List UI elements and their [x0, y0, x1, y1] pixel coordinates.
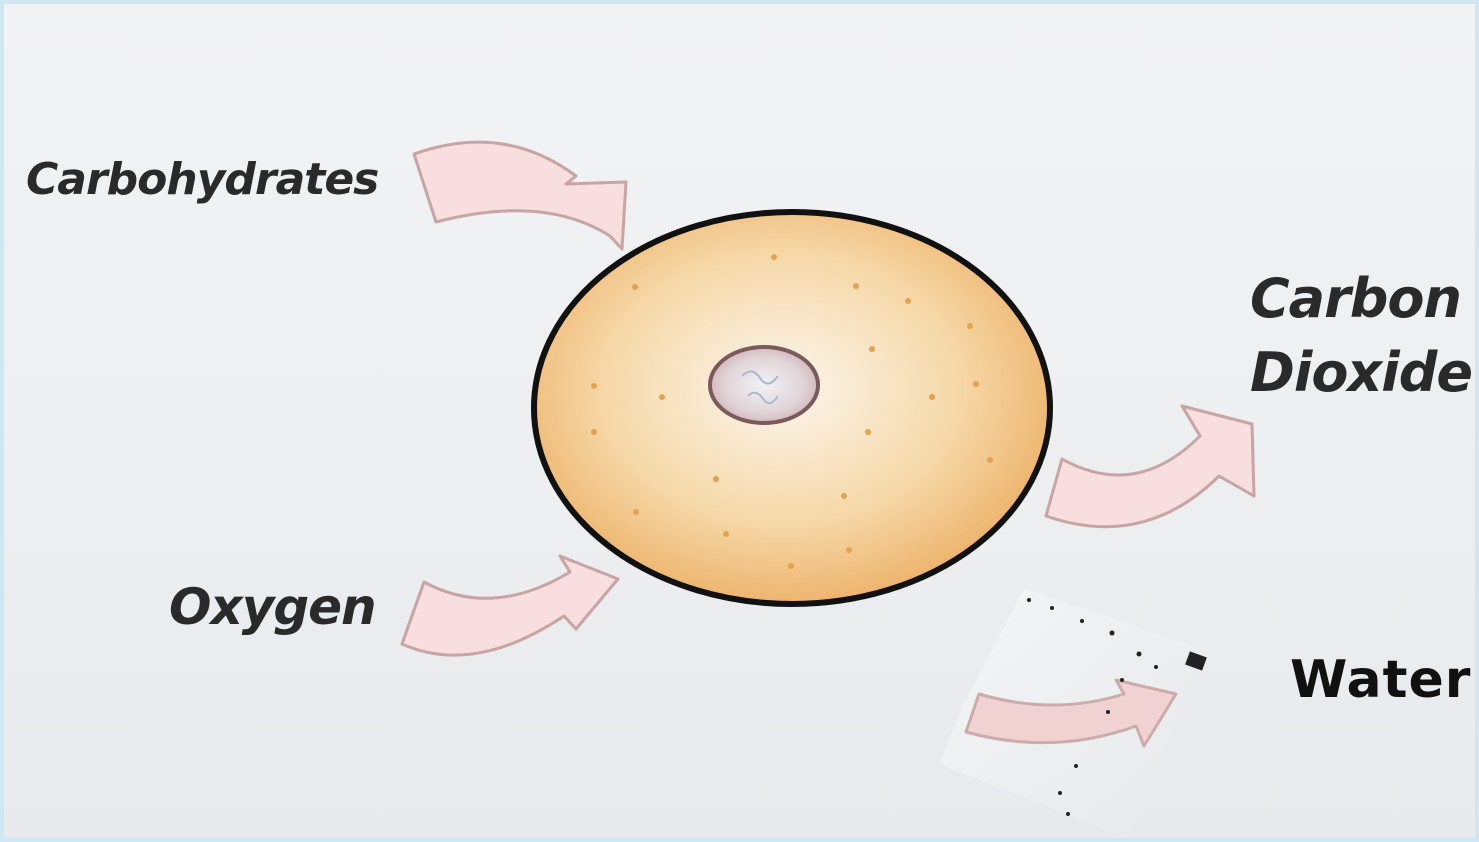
carbohydrates-label: Carbohydrates — [26, 154, 378, 205]
nucleus — [710, 347, 818, 423]
water-label: Water — [1290, 650, 1471, 710]
oxygen-label: Oxygen — [169, 578, 376, 636]
carbohydrates-arrow — [414, 142, 626, 249]
water-inset — [939, 589, 1207, 839]
carbon-dioxide-label-line1: Carbon — [1250, 262, 1472, 336]
cellular-respiration-diagram — [4, 4, 1479, 842]
carbon-dioxide-arrow — [1046, 406, 1254, 527]
carbon-dioxide-label: Carbon Dioxide — [1250, 262, 1472, 410]
carbon-dioxide-label-line2: Dioxide — [1250, 336, 1472, 410]
oxygen-arrow — [402, 556, 618, 655]
